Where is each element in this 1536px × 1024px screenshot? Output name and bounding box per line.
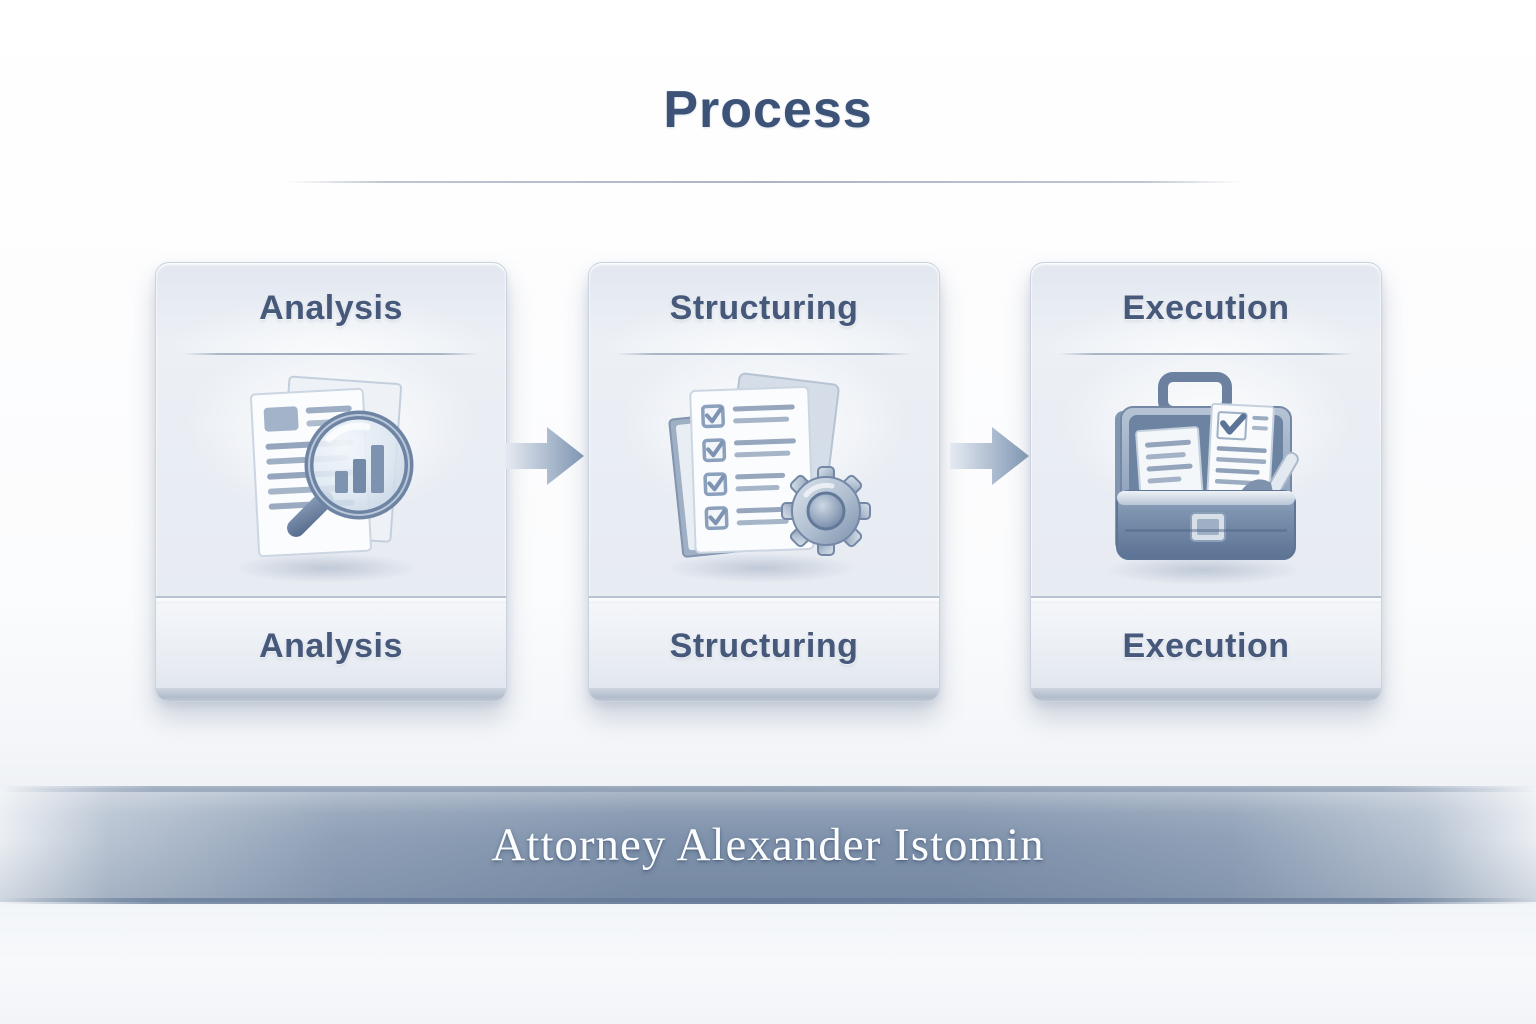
arrow-step2-to-step3-icon bbox=[950, 427, 1029, 485]
attorney-banner-text: Attorney Alexander Istomin bbox=[491, 819, 1045, 871]
card-header-divider bbox=[184, 353, 478, 355]
card-footer-separator bbox=[589, 596, 939, 604]
banner-bottom-edge bbox=[0, 898, 1536, 904]
card-title: Structuring bbox=[669, 288, 859, 327]
arrow-step1-to-step2-icon bbox=[505, 427, 584, 485]
checklist-gear-icon bbox=[589, 355, 939, 596]
card-footer: Analysis bbox=[156, 604, 506, 688]
attorney-banner: Attorney Alexander Istomin bbox=[0, 786, 1536, 904]
document-magnifier-chart-icon bbox=[156, 355, 506, 596]
card-caption: Structuring bbox=[669, 626, 859, 665]
card-title: Analysis bbox=[259, 288, 403, 327]
card-header-divider bbox=[1059, 353, 1353, 355]
title-divider bbox=[288, 181, 1240, 183]
briefcase-documents-icon bbox=[1031, 355, 1381, 596]
step-card-execution: Execution bbox=[1030, 262, 1382, 702]
card-base-bevel bbox=[589, 688, 939, 701]
card-header: Analysis bbox=[156, 263, 506, 353]
attorney-banner-background bbox=[0, 788, 1536, 902]
card-header-divider bbox=[617, 353, 911, 355]
card-caption: Analysis bbox=[259, 626, 403, 665]
card-caption: Execution bbox=[1122, 626, 1290, 665]
banner-top-edge bbox=[0, 786, 1536, 792]
card-base-bevel bbox=[156, 688, 506, 701]
step-card-structuring: Structuring bbox=[588, 262, 940, 702]
step-card-analysis: Analysis bbox=[155, 262, 507, 702]
card-footer: Structuring bbox=[589, 604, 939, 688]
card-header: Structuring bbox=[589, 263, 939, 353]
card-header: Execution bbox=[1031, 263, 1381, 353]
card-footer-separator bbox=[1031, 596, 1381, 604]
page-title: Process bbox=[663, 81, 873, 139]
card-base-bevel bbox=[1031, 688, 1381, 701]
card-footer: Execution bbox=[1031, 604, 1381, 688]
card-footer-separator bbox=[156, 596, 506, 604]
card-title: Execution bbox=[1122, 288, 1290, 327]
